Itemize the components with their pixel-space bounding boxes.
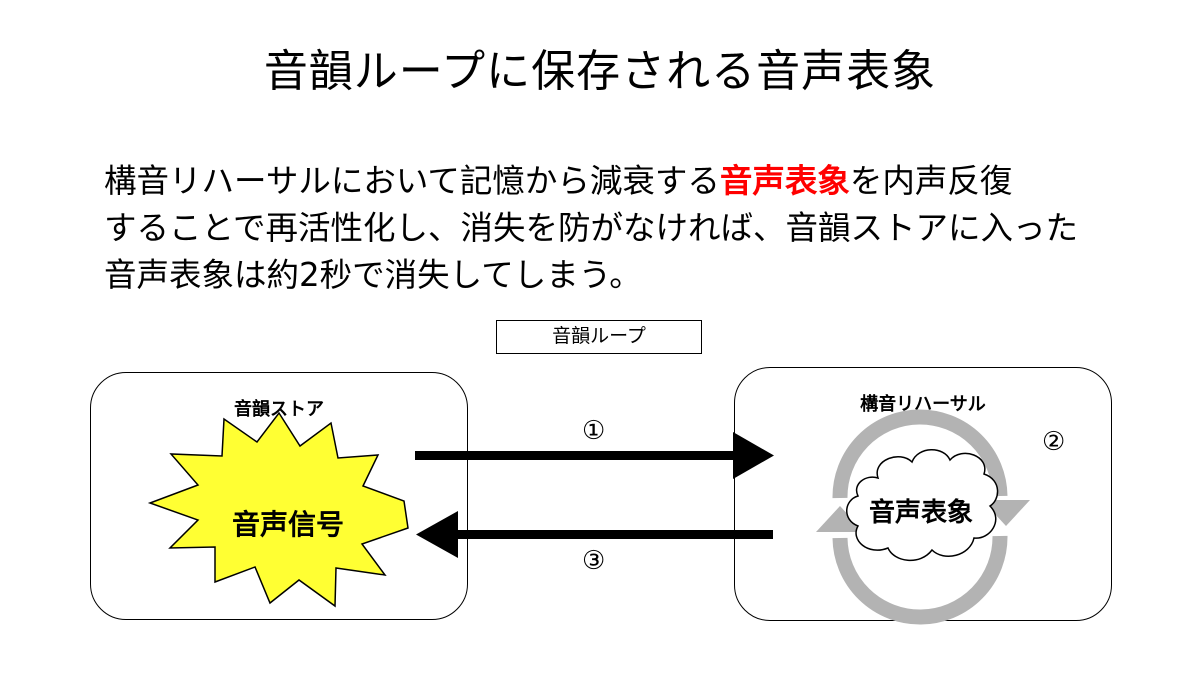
audio-signal-label: 音声信号 [231,508,344,541]
step-two-label: ② [1042,427,1066,457]
phonological-loop-label: 音韻ループ [496,320,702,354]
description-part4: 音声表象は約2秒で消失してしまう。 [104,256,642,294]
description-part1: 構音リハーサルにおいて記憶から減衰する [104,162,720,200]
sound-representation-label: 音声表象 [868,498,973,528]
description-part3: することで再活性化し、消失を防がなければ、音韻ストアに入った [104,209,1079,247]
description-part2: を内声反復 [849,162,1013,200]
slide-title: 音韻ループに保存される音声表象 [263,46,937,97]
phonological-store-panel: 音韻ストア [90,372,468,620]
description-highlight: 音声表象 [719,162,850,200]
phonological-store-title: 音韻ストア [234,399,324,420]
step-one-label: ① [582,416,606,446]
articulatory-rehearsal-title: 構音リハーサル [860,394,986,415]
step-three-label: ③ [582,546,606,576]
description-text: 構音リハーサルにおいて記憶から減衰する音声表象を内声反復 することで再活性化し、… [104,158,1114,299]
